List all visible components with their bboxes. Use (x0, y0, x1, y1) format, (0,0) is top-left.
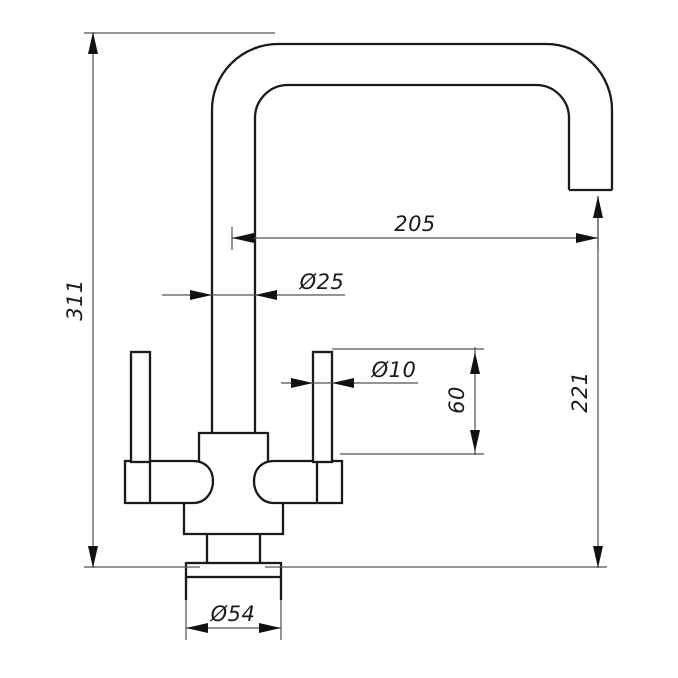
dim-60-label: 60 (445, 386, 469, 414)
spout-outer-contour (210, 42, 614, 433)
spout-inner-contour (253, 83, 571, 433)
base-flange-plate (184, 561, 283, 579)
dim-d10-arrow-right (332, 378, 354, 388)
dim-d25-arrow-left (190, 290, 212, 300)
dimension-spout-outlet-height: 221 (265, 196, 607, 568)
dim-311-label: 311 (63, 279, 87, 321)
dim-60-arrow-top (470, 352, 480, 374)
dim-60-arrow-bottom (470, 430, 480, 452)
dim-221-arrow-bottom (593, 546, 603, 568)
dim-d10-arrow-left (291, 378, 313, 388)
faucet-outline-group (123, 42, 614, 600)
dim-d54-arrow-right (259, 623, 281, 633)
dim-221-label: 221 (568, 371, 592, 413)
dimension-lever-height: 60 (332, 347, 484, 455)
handle-right-lever (311, 350, 334, 464)
dimension-handle-lever-diameter: Ø10 (281, 358, 418, 388)
dim-205-arrow-right (576, 233, 598, 243)
dim-205-label: 205 (394, 212, 436, 236)
base-flange-skirt (184, 577, 283, 600)
base-neck-column (205, 534, 262, 563)
dim-d25-label: Ø25 (299, 270, 345, 294)
handle-left-lever (129, 350, 152, 464)
dim-d54-arrow-left (186, 623, 208, 633)
dim-311-arrow-top (88, 32, 98, 54)
dimension-spout-reach: 205 (231, 196, 599, 250)
dimension-spout-tube-diameter: Ø25 (162, 270, 345, 300)
dim-d25-arrow-right (255, 290, 277, 300)
dimension-base-diameter: Ø54 (185, 600, 282, 640)
dim-221-arrow-top (593, 196, 603, 218)
dim-311-arrow-bottom (88, 546, 98, 568)
dim-d10-label: Ø10 (371, 358, 417, 382)
handle-right-block (252, 459, 344, 505)
handle-left-block (123, 459, 215, 505)
dim-d54-label: Ø54 (210, 602, 256, 626)
dimension-overall-height: 311 (63, 32, 275, 568)
dim-205-arrow-left (232, 233, 254, 243)
